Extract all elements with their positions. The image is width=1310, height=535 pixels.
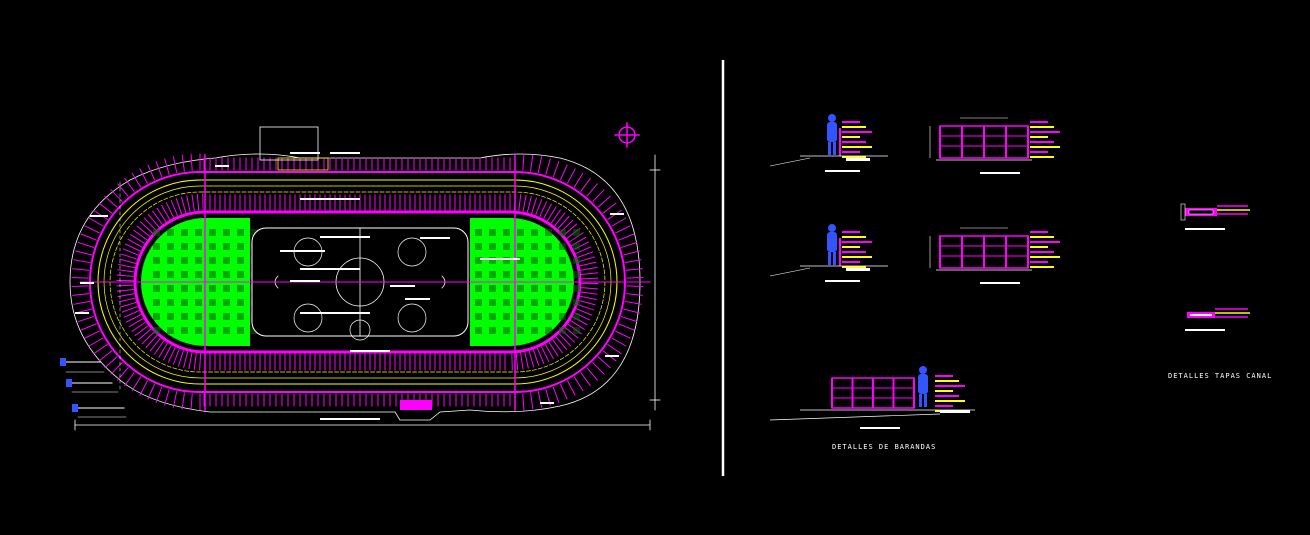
straight-seating-bands bbox=[209, 194, 506, 371]
rink-circle bbox=[349, 319, 371, 341]
railing-details bbox=[769, 114, 1060, 429]
entrance-block-top bbox=[259, 126, 319, 161]
rink-faceoff-circle bbox=[397, 237, 427, 267]
seating-ticks bbox=[71, 153, 644, 411]
inner-seating-ticks bbox=[116, 193, 599, 371]
rink-faceoff-circle bbox=[397, 303, 427, 333]
railing-details-title: DETALLES DE BARANDAS bbox=[832, 443, 937, 451]
field-edge-ring bbox=[133, 210, 582, 354]
site-boundary bbox=[69, 153, 641, 421]
north-arrow-icon bbox=[614, 122, 640, 148]
entrance-block-bottom bbox=[400, 400, 432, 410]
canal-cover-detail-1 bbox=[1180, 203, 1250, 230]
canal-cover-details-title: DETALLES TAPAS CANAL bbox=[1168, 372, 1273, 380]
annotation-notes bbox=[75, 152, 624, 420]
canal-cover-detail-2 bbox=[1185, 308, 1250, 331]
rink-faceoff-circle bbox=[293, 303, 323, 333]
stadium-plan bbox=[60, 122, 661, 431]
entrance-block-top-inner bbox=[277, 157, 329, 171]
legend-strips bbox=[60, 358, 127, 418]
